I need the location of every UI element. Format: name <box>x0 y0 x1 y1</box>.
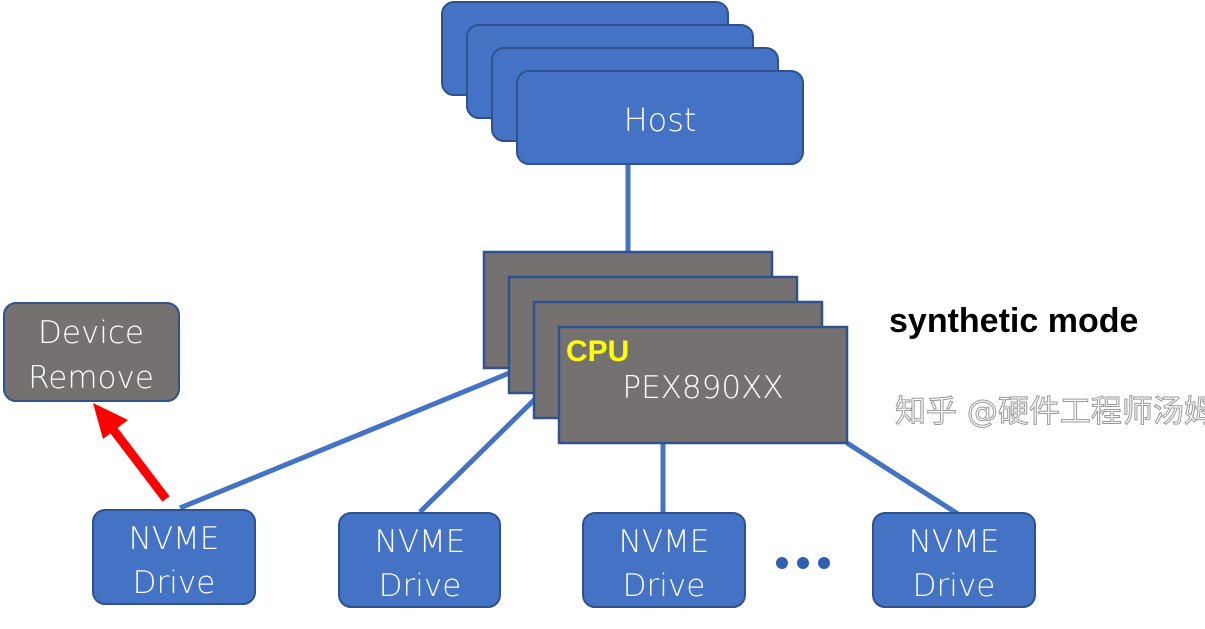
device-remove-line2: Remove <box>28 360 154 396</box>
ellipsis-icon <box>776 557 830 569</box>
drive-4-line1: NVME <box>909 524 1000 560</box>
host-label: Host <box>624 101 697 139</box>
watermark: 知乎 @硬件工程师汤姆 <box>895 394 1205 430</box>
device-remove-box <box>3 302 180 402</box>
switch-box <box>557 325 849 445</box>
drive-4-line2: Drive <box>913 568 996 604</box>
host-box <box>516 70 804 165</box>
link-switch-drive-4 <box>845 440 960 517</box>
host-stack <box>441 1 804 165</box>
link-switch-drive-1 <box>179 369 513 511</box>
remove-arrow-icon <box>93 403 170 502</box>
mode-label: synthetic mode <box>889 302 1138 340</box>
drive-box <box>872 512 1036 608</box>
device-remove-line1: Device <box>38 315 144 351</box>
drive-2-line2: Drive <box>379 568 462 604</box>
switch-label: PEX890XX <box>622 370 783 406</box>
drive-1-line2: Drive <box>133 565 216 601</box>
links <box>179 164 960 517</box>
switch-title: CPU <box>566 335 629 368</box>
link-switch-drive-2 <box>418 396 538 514</box>
switch-stack <box>482 250 849 445</box>
drive-box <box>582 512 746 608</box>
drive-1-line1: NVME <box>129 521 220 557</box>
drive-2-line1: NVME <box>375 524 466 560</box>
drive-box <box>92 509 256 605</box>
drive-box <box>338 512 501 608</box>
drive-3-line2: Drive <box>623 568 706 604</box>
drive-3-line1: NVME <box>619 524 710 560</box>
drives <box>92 509 1036 608</box>
